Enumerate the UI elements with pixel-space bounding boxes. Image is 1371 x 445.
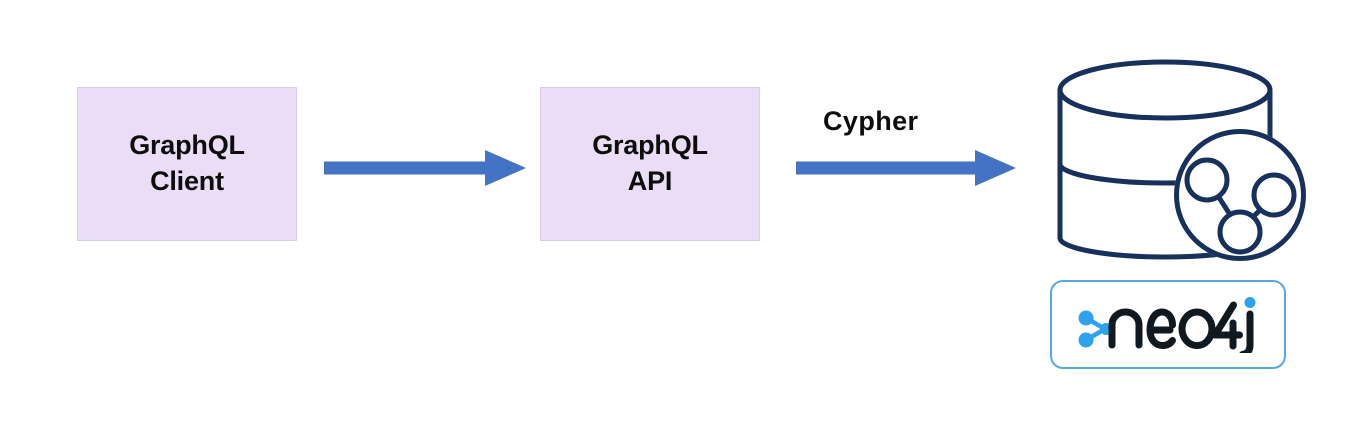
- graph-badge-node-top-left: [1184, 157, 1230, 203]
- database-icon: [1046, 52, 1316, 274]
- edge-label-cypher: Cypher: [823, 106, 919, 136]
- node-graphql-api-label: GraphQL API: [592, 130, 708, 196]
- arrow-api-to-database-shape: [796, 150, 1016, 186]
- node-graphql-api: GraphQL API: [540, 87, 760, 241]
- neo4j-j-dot: [1244, 296, 1256, 308]
- arrow-api-to-database: [794, 144, 1018, 192]
- neo4j-wordmark: [1108, 301, 1254, 353]
- graph-badge-node-right: [1251, 172, 1297, 218]
- graph-badge-outline: [1174, 129, 1306, 261]
- graph-badge-node-bottom: [1217, 209, 1263, 255]
- node-graphql-client-label: GraphQL Client: [129, 130, 245, 196]
- neo4j-graph-mark: [1078, 310, 1112, 347]
- neo4j-logo-icon: [1078, 296, 1256, 353]
- database-cylinder-top: [1057, 59, 1273, 121]
- arrow-client-to-api: [322, 144, 528, 192]
- node-graphql-client: GraphQL Client: [77, 87, 297, 241]
- neo4j-logo-card: neo4j: [1050, 280, 1286, 369]
- arrow-client-to-api-shape: [324, 150, 526, 186]
